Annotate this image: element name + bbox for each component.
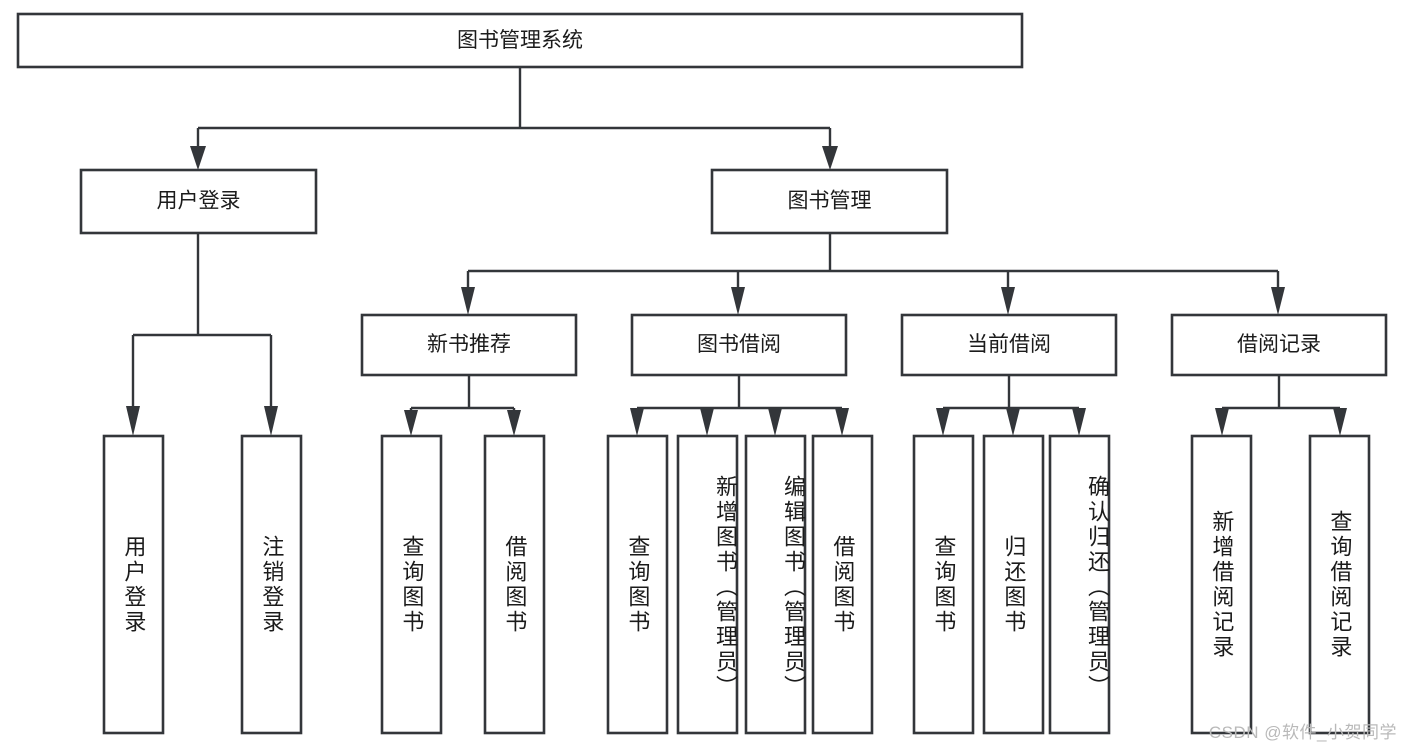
- arrow-head-borrow-leaf-3: [768, 408, 782, 436]
- leaf-recommend-query-book[interactable]: [380, 434, 443, 735]
- arrow-head-new-book-recommend: [461, 287, 475, 315]
- leaf-user-login[interactable]: [102, 434, 165, 735]
- node-book-borrow[interactable]: [630, 313, 848, 377]
- arrow-head-current-leaf-3: [1072, 408, 1086, 436]
- node-root[interactable]: [16, 12, 1024, 69]
- node-book-borrow-label: 图书借阅: [697, 333, 781, 356]
- arrow-head-current-leaf-2: [1006, 408, 1020, 436]
- arrow-head-recommend-leaf-1: [404, 410, 418, 436]
- arrow-head-borrow-leaf-1: [630, 408, 644, 436]
- leaf-borrow-edit-book[interactable]: [744, 434, 807, 735]
- node-borrow-record-label: 借阅记录: [1237, 333, 1321, 356]
- arrow-head-borrow-leaf-4: [835, 408, 849, 436]
- node-current-borrow-label: 当前借阅: [967, 333, 1051, 356]
- leaf-record-query[interactable]: [1308, 434, 1371, 735]
- arrow-head-leaf-logout: [264, 406, 278, 436]
- leaf-borrow-add-book[interactable]: [676, 434, 739, 735]
- leaf-current-confirm-return[interactable]: [1048, 434, 1111, 735]
- node-book-manage-label: 图书管理: [788, 190, 872, 213]
- leaf-record-add[interactable]: [1190, 434, 1253, 735]
- node-new-book-recommend[interactable]: [360, 313, 578, 377]
- leaf-borrow-query-book[interactable]: [606, 434, 669, 735]
- leaf-logout[interactable]: [240, 434, 303, 735]
- node-user-login-label: 用户登录: [157, 190, 241, 213]
- arrow-head-record-leaf-2: [1333, 408, 1347, 436]
- watermark-text: CSDN @软件_小贺同学: [1208, 723, 1397, 742]
- arrow-head-book-borrow: [731, 287, 745, 315]
- arrow-head-record-leaf-1: [1215, 408, 1229, 436]
- node-root-label: 图书管理系统: [457, 29, 583, 52]
- arrow-head-recommend-leaf-2: [507, 410, 521, 436]
- arrow-head-book-manage: [822, 146, 838, 170]
- node-new-book-recommend-label: 新书推荐: [427, 333, 511, 356]
- arrow-head-current-leaf-1: [936, 408, 950, 436]
- arrow-head-borrow-record: [1271, 287, 1285, 315]
- arrow-head-borrow-leaf-2: [700, 408, 714, 436]
- node-current-borrow[interactable]: [900, 313, 1118, 377]
- leaf-recommend-borrow-book[interactable]: [483, 434, 546, 735]
- leaf-borrow-borrow-book[interactable]: [811, 434, 874, 735]
- leaf-current-query-book[interactable]: [912, 434, 975, 735]
- arrow-head-user-login: [190, 146, 206, 170]
- leaf-current-return-book[interactable]: [982, 434, 1045, 735]
- arrow-head-current-borrow: [1001, 287, 1015, 315]
- arrow-head-leaf-user-login: [126, 406, 140, 436]
- node-book-manage[interactable]: [710, 168, 949, 235]
- node-borrow-record[interactable]: [1170, 313, 1388, 377]
